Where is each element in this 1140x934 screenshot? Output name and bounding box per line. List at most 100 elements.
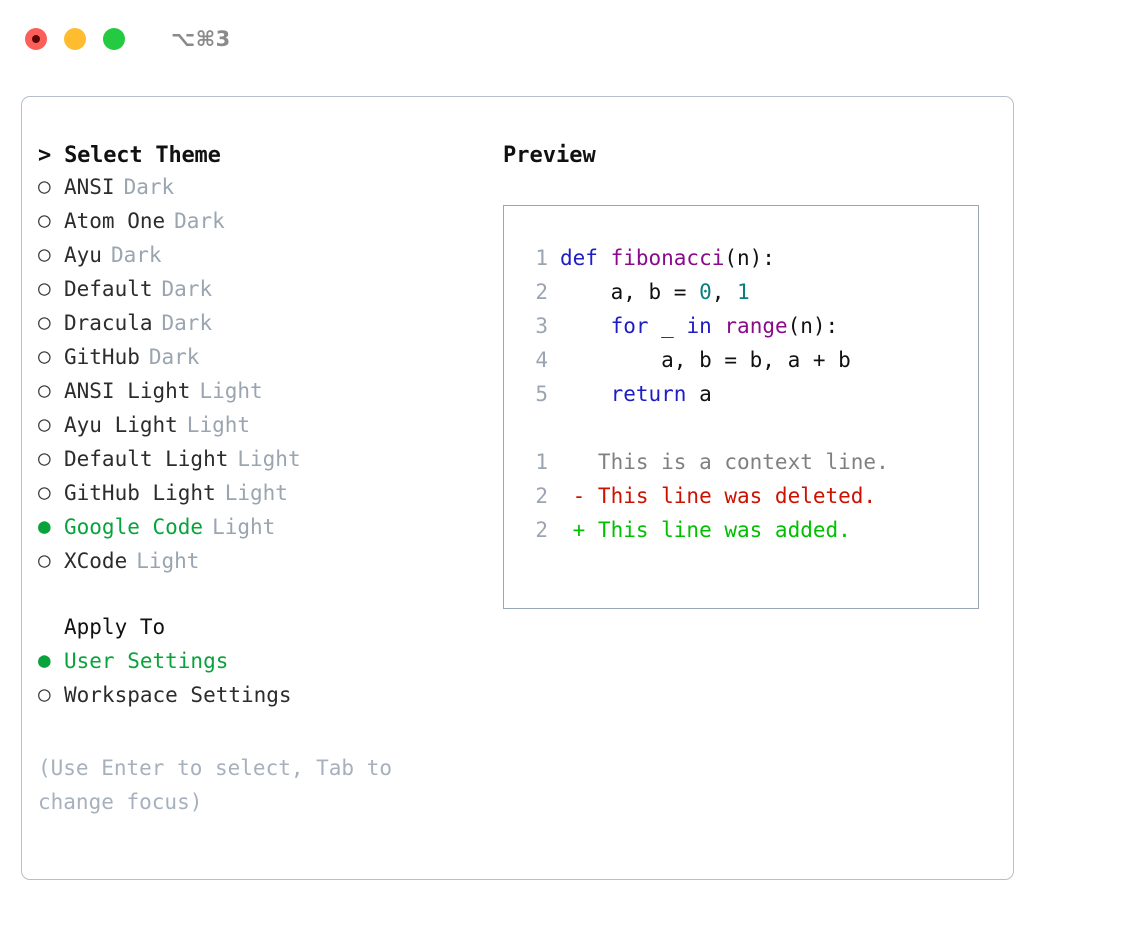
token-pl	[712, 314, 725, 338]
token-pl: a, b = b, a + b	[560, 348, 851, 372]
token-kw: def	[560, 246, 611, 270]
token-pl: (n):	[724, 246, 775, 270]
token-num: 1	[737, 280, 750, 304]
theme-variant-label: Dark	[110, 243, 162, 267]
theme-variant-label: Light	[224, 481, 288, 505]
radio-unselected-icon: ○	[38, 208, 51, 232]
theme-name: Google Code	[64, 515, 204, 539]
line-number: 2	[535, 280, 548, 304]
theme-row[interactable]: ○ Atom One Dark	[38, 209, 503, 243]
radio-unselected-icon: ○	[38, 412, 51, 436]
code-line: 2 a, b = 0, 1	[518, 280, 978, 314]
token-del: - This line was deleted.	[560, 484, 877, 508]
preview-spacer	[518, 416, 978, 450]
theme-variant-label: Dark	[123, 175, 175, 199]
apply-to-label: Apply To	[64, 615, 166, 639]
theme-name: XCode	[64, 549, 128, 573]
code-text: - This line was deleted.	[560, 484, 876, 508]
close-window-icon[interactable]	[25, 28, 47, 50]
radio-unselected-icon: ○	[38, 446, 51, 470]
line-number: 1	[535, 246, 548, 270]
title-bar: ⌥⌘3	[0, 0, 1140, 78]
theme-variant-label: Dark	[161, 277, 213, 301]
code-line: 3 for _ in range(n):	[518, 314, 978, 348]
line-number: 1	[535, 450, 548, 474]
theme-name: ANSI	[64, 175, 115, 199]
theme-variant-label: Dark	[174, 209, 225, 233]
token-fn: fibonacci	[610, 246, 725, 270]
radio-unselected-icon: ○	[38, 242, 51, 266]
radio-unselected-icon: ○	[38, 344, 51, 368]
code-text: This is a context line.	[560, 450, 889, 474]
theme-row[interactable]: ○ XCode Light	[38, 549, 503, 583]
radio-unselected-icon: ○	[38, 174, 51, 198]
radio-unselected-icon: ○	[38, 548, 51, 572]
code-text: a, b = 0, 1	[560, 280, 750, 304]
theme-variant-label: Light	[237, 447, 301, 471]
code-line: 1 def fibonacci(n):	[518, 246, 978, 280]
keyboard-hint: (Use Enter to select, Tab to change focu…	[38, 756, 405, 814]
token-pl: a	[686, 382, 712, 406]
theme-variant-label: Light	[136, 549, 200, 573]
theme-variant-label: Dark	[161, 311, 213, 335]
radio-selected-icon: ●	[38, 514, 51, 538]
token-fn: range	[724, 314, 788, 338]
theme-name: Default	[64, 277, 153, 301]
radio-unselected-icon: ○	[38, 310, 51, 334]
theme-name: Default Light	[64, 447, 229, 471]
theme-row[interactable]: ● Google Code Light	[38, 515, 503, 549]
maximize-window-icon[interactable]	[103, 28, 125, 50]
section-spacer	[38, 583, 503, 615]
token-pl: (n):	[787, 314, 839, 338]
apply-to-header: ○ Apply To	[38, 615, 503, 649]
line-number: 3	[535, 314, 548, 338]
token-ctx: This is a context line.	[560, 450, 889, 474]
apply-to-list[interactable]: ●User Settings○Workspace Settings	[38, 649, 503, 717]
token-kw: return	[610, 382, 687, 406]
keyboard-shortcut-label: ⌥⌘3	[171, 27, 231, 51]
minimize-window-icon[interactable]	[64, 28, 86, 50]
theme-row[interactable]: ○ Default Light Light	[38, 447, 503, 481]
code-line: 4 a, b = b, a + b	[518, 348, 978, 382]
token-pl: ,	[711, 280, 738, 304]
theme-variant-label: Dark	[148, 345, 200, 369]
theme-row[interactable]: ○ ANSI Dark	[38, 175, 503, 209]
theme-row[interactable]: ○ Ayu Dark	[38, 243, 503, 277]
line-number: 2	[535, 484, 548, 508]
theme-name: Atom One	[64, 209, 166, 233]
apply-to-option[interactable]: ○Workspace Settings	[38, 683, 503, 717]
select-theme-title: > Select Theme	[38, 143, 221, 168]
theme-name: Ayu	[64, 243, 102, 267]
token-pl	[560, 382, 611, 406]
diff-line: 2 - This line was deleted.	[518, 484, 978, 518]
code-text: a, b = b, a + b	[560, 348, 851, 372]
code-text: def fibonacci(n):	[560, 246, 775, 270]
preview-title: Preview	[503, 143, 596, 168]
apply-to-option[interactable]: ●User Settings	[38, 649, 503, 683]
diff-sample: 1 This is a context line. 2 - This line w…	[518, 450, 978, 552]
theme-variant-label: Light	[199, 379, 263, 403]
token-num: 0	[699, 280, 712, 304]
radio-selected-icon: ●	[38, 648, 51, 672]
token-pl	[560, 314, 611, 338]
token-add: + This line was added.	[560, 518, 851, 542]
diff-line: 2 + This line was added.	[518, 518, 978, 552]
code-text: for _ in range(n):	[560, 314, 839, 338]
theme-variant-label: Light	[212, 515, 276, 539]
theme-name: GitHub Light	[64, 481, 216, 505]
apply-to-option-label: Workspace Settings	[64, 683, 292, 707]
code-line: 5 return a	[518, 382, 978, 416]
line-number: 5	[535, 382, 548, 406]
